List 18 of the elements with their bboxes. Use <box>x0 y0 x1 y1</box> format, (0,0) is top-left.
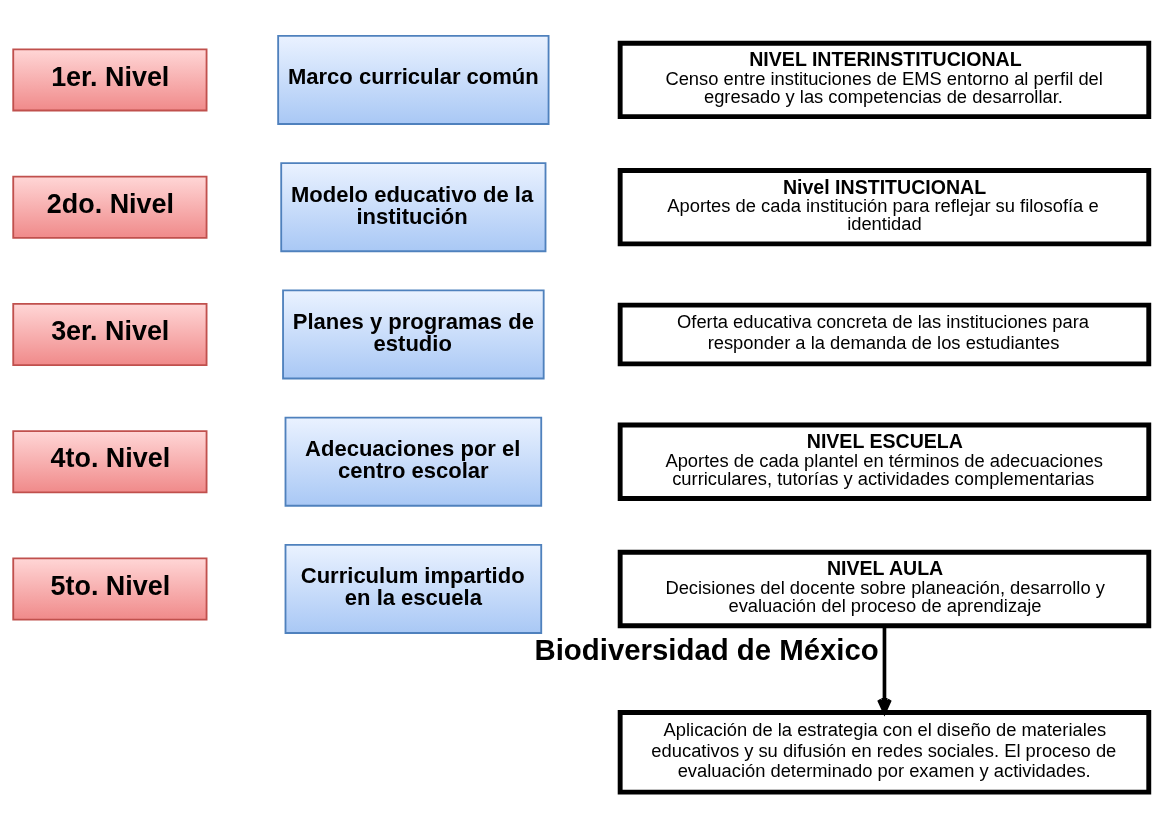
node-box: NIVEL AULA Decisiones del docente sobre planeación, desarrollo y evaluación del proceso de aprendizaje <box>617 549 1152 628</box>
node-box: Curriculum impartido en la escuela <box>284 543 543 634</box>
node-box: Marco curricular común <box>277 34 550 125</box>
node-box: Modelo educativo de la institución <box>280 161 547 252</box>
node-box: NIVEL ESCUELA Aportes de cada plantel en términos de adecuaciones curriculares, tutorías y actividades complementarias <box>617 422 1152 501</box>
node-box: 2do. Nivel <box>12 175 208 239</box>
node-box: Nivel INSTITUCIONAL Aportes de cada institución para reflejar su filosofía e identidad <box>617 167 1152 246</box>
node-box: Planes y programas de estudio <box>282 289 545 379</box>
node-box: 5to. Nivel <box>12 556 208 620</box>
node-box: 4to. Nivel <box>12 429 208 493</box>
node-box: 3er. Nivel <box>12 302 208 366</box>
edge-label: Biodiversidad de México <box>534 632 879 665</box>
node-box: Adecuaciones por el centro escolar <box>284 416 543 507</box>
node-box: Oferta educativa concreta de las instituciones para responder a la demanda de los estudiantes <box>617 302 1152 366</box>
node-box: 1er. Nivel <box>12 47 208 111</box>
node-box: Aplicación de la estrategia con el diseño de materiales educativos y su difusión en redes sociales. El proceso de evaluación determinado por examen y actividades. <box>617 709 1152 795</box>
arrow <box>877 625 892 714</box>
node-box: NIVEL INTERINSTITUCIONAL Censo entre instituciones de EMS entorno al perfil del egresado y las competencias de desarrollar. <box>617 40 1152 119</box>
